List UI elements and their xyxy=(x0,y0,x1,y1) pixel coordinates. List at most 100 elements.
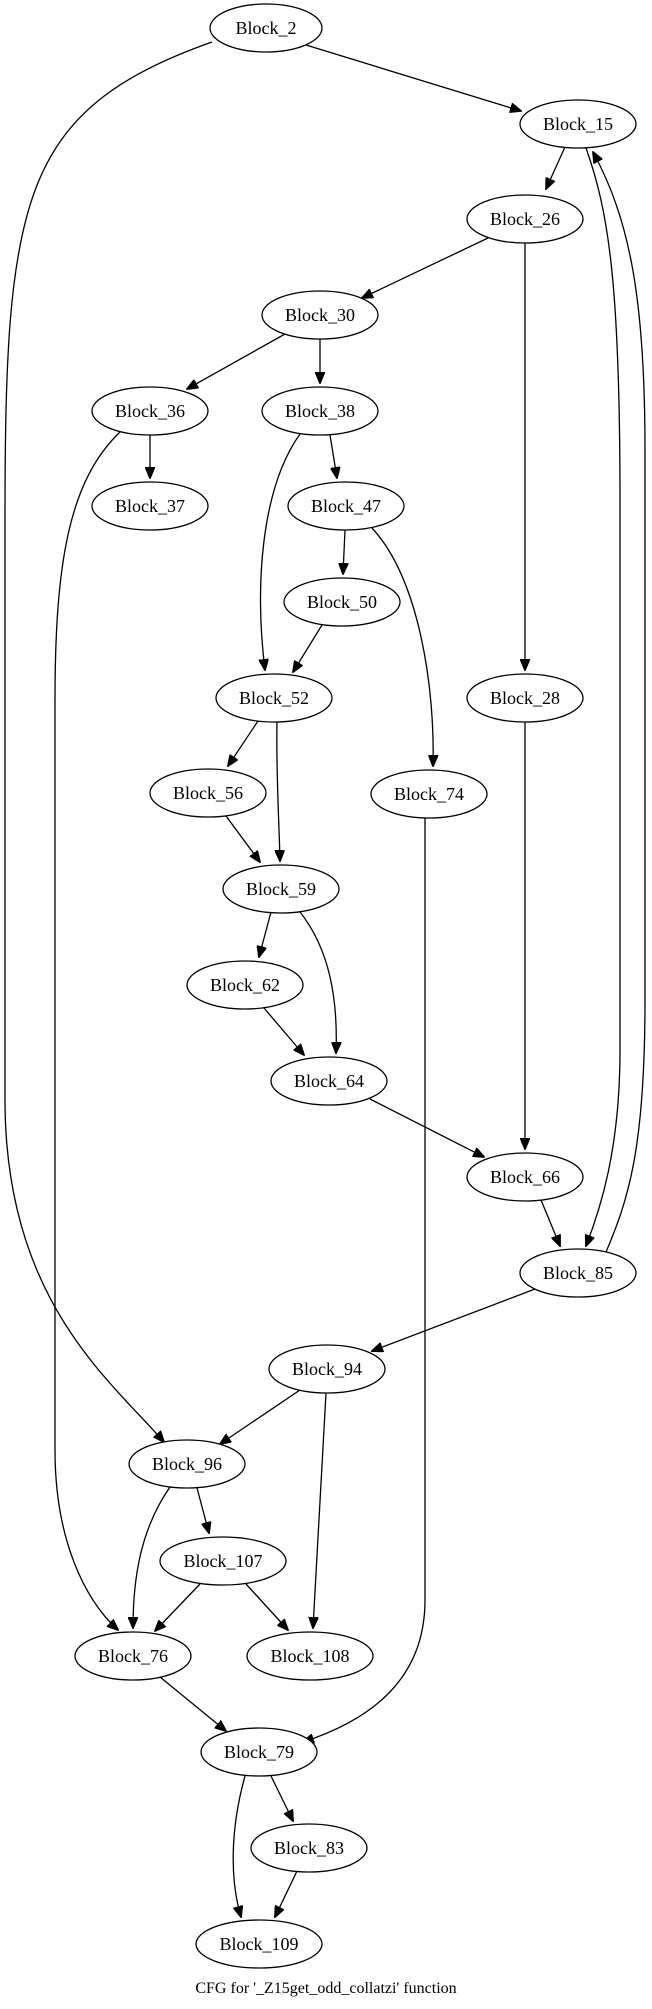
node-ellipse xyxy=(195,1919,323,1969)
node-ellipse xyxy=(91,481,209,531)
node-block-36[interactable]: Block_36 xyxy=(91,386,209,436)
edge-block-94-to-block-108 xyxy=(313,1392,327,1628)
node-block-2[interactable]: Block_2 xyxy=(209,3,323,53)
node-block-74[interactable]: Block_74 xyxy=(370,769,488,819)
node-block-30[interactable]: Block_30 xyxy=(261,290,379,340)
node-label: Block_28 xyxy=(490,688,560,708)
edge-block-52-to-block-59 xyxy=(277,721,280,861)
node-ellipse xyxy=(261,290,379,340)
edge-block-79-to-block-109 xyxy=(232,1775,246,1917)
node-block-109[interactable]: Block_109 xyxy=(195,1919,323,1969)
node-block-83[interactable]: Block_83 xyxy=(250,1823,368,1873)
node-label: Block_47 xyxy=(311,496,381,516)
node-ellipse xyxy=(246,1631,374,1681)
node-ellipse xyxy=(261,386,379,436)
node-ellipse xyxy=(209,3,323,53)
node-block-79[interactable]: Block_79 xyxy=(200,1727,318,1777)
node-label: Block_36 xyxy=(115,401,185,421)
node-block-37[interactable]: Block_37 xyxy=(91,481,209,531)
node-block-52[interactable]: Block_52 xyxy=(215,673,333,723)
node-block-26[interactable]: Block_26 xyxy=(466,194,584,244)
node-label: Block_108 xyxy=(271,1646,350,1666)
node-label: Block_109 xyxy=(220,1934,299,1954)
edge-block-59-to-block-62 xyxy=(259,911,272,957)
node-label: Block_59 xyxy=(246,879,316,899)
node-ellipse xyxy=(186,960,304,1010)
node-label: Block_64 xyxy=(294,1071,364,1091)
edge-block-52-to-block-56 xyxy=(228,720,259,766)
node-block-15[interactable]: Block_15 xyxy=(519,99,637,149)
node-ellipse xyxy=(466,673,584,723)
edge-block-79-to-block-83 xyxy=(270,1775,293,1821)
node-ellipse xyxy=(159,1536,287,1586)
node-block-76[interactable]: Block_76 xyxy=(74,1631,192,1681)
node-ellipse xyxy=(222,864,340,914)
node-label: Block_83 xyxy=(274,1838,344,1858)
node-ellipse xyxy=(128,1439,246,1489)
edge-block-76-to-block-79 xyxy=(159,1676,226,1731)
node-label: Block_56 xyxy=(173,783,243,803)
edge-block-38-to-block-47 xyxy=(329,434,337,478)
node-ellipse xyxy=(466,194,584,244)
node-label: Block_2 xyxy=(236,18,297,38)
edge-block-66-to-block-85 xyxy=(540,1199,560,1246)
node-block-85[interactable]: Block_85 xyxy=(519,1248,637,1298)
node-ellipse xyxy=(287,481,405,531)
node-block-50[interactable]: Block_50 xyxy=(283,577,401,627)
node-label: Block_38 xyxy=(285,401,355,421)
node-ellipse xyxy=(200,1727,318,1777)
edge-block-47-to-block-50 xyxy=(343,529,345,574)
node-block-38[interactable]: Block_38 xyxy=(261,386,379,436)
node-block-107[interactable]: Block_107 xyxy=(159,1536,287,1586)
node-ellipse xyxy=(466,1152,584,1202)
node-block-66[interactable]: Block_66 xyxy=(466,1152,584,1202)
node-ellipse xyxy=(519,99,637,149)
edge-block-96-to-block-76 xyxy=(133,1486,171,1628)
edge-block-59-to-block-64 xyxy=(299,911,336,1053)
node-label: Block_79 xyxy=(224,1742,294,1762)
node-ellipse xyxy=(283,577,401,627)
edge-block-85-to-block-15 xyxy=(593,152,646,1253)
edge-block-83-to-block-109 xyxy=(275,1870,298,1917)
edge-block-50-to-block-52 xyxy=(293,624,323,672)
node-label: Block_37 xyxy=(115,496,185,516)
edge-block-85-to-block-94 xyxy=(372,1288,536,1351)
edge-block-64-to-block-66 xyxy=(369,1098,484,1157)
edge-block-26-to-block-30 xyxy=(362,237,489,298)
node-label: Block_94 xyxy=(292,1359,362,1379)
node-block-59[interactable]: Block_59 xyxy=(222,864,340,914)
node-label: Block_30 xyxy=(285,305,355,325)
node-block-64[interactable]: Block_64 xyxy=(270,1056,388,1106)
node-block-96[interactable]: Block_96 xyxy=(128,1439,246,1489)
edge-block-15-to-block-26 xyxy=(546,146,566,189)
node-ellipse xyxy=(91,386,209,436)
edge-block-107-to-block-76 xyxy=(155,1583,201,1631)
node-block-56[interactable]: Block_56 xyxy=(149,768,267,818)
node-block-62[interactable]: Block_62 xyxy=(186,960,304,1010)
node-ellipse xyxy=(250,1823,368,1873)
node-ellipse xyxy=(74,1631,192,1681)
node-label: Block_52 xyxy=(239,688,309,708)
node-label: Block_66 xyxy=(490,1167,560,1187)
node-label: Block_107 xyxy=(184,1551,263,1571)
node-label: Block_15 xyxy=(543,114,613,134)
edge-block-30-to-block-36 xyxy=(187,333,286,389)
edge-block-2-to-block-96 xyxy=(4,41,213,1442)
node-label: Block_26 xyxy=(490,209,560,229)
node-ellipse xyxy=(519,1248,637,1298)
node-block-94[interactable]: Block_94 xyxy=(268,1344,386,1394)
edge-block-38-to-block-52 xyxy=(261,433,301,670)
edge-block-36-to-block-76 xyxy=(54,431,121,1630)
node-label: Block_62 xyxy=(210,975,280,995)
node-label: Block_74 xyxy=(394,784,464,804)
node-block-28[interactable]: Block_28 xyxy=(466,673,584,723)
node-block-108[interactable]: Block_108 xyxy=(246,1631,374,1681)
node-block-47[interactable]: Block_47 xyxy=(287,481,405,531)
node-label: Block_85 xyxy=(543,1263,613,1283)
edge-block-56-to-block-59 xyxy=(225,815,260,862)
edge-block-15-to-block-85 xyxy=(586,147,621,1246)
edge-block-47-to-block-74 xyxy=(371,527,433,766)
edge-block-94-to-block-96 xyxy=(220,1389,301,1444)
